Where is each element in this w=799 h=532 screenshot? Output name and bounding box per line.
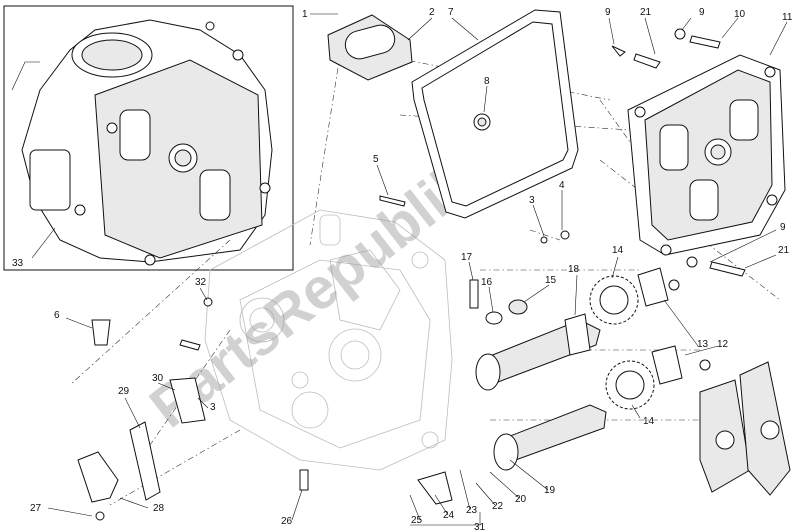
cylinder-head-body bbox=[204, 209, 453, 471]
callout-27: 27 bbox=[30, 503, 42, 514]
callout-16: 16 bbox=[481, 277, 493, 288]
callout-1: 1 bbox=[302, 9, 308, 20]
callout-31: 31 bbox=[474, 522, 486, 532]
callout-23: 23 bbox=[466, 505, 478, 516]
callout-11: 11 bbox=[782, 12, 793, 23]
valve-cover-gasket bbox=[411, 9, 579, 219]
callout-18: 18 bbox=[568, 264, 580, 275]
callout-14a: 14 bbox=[612, 245, 624, 256]
callout-9c: 9 bbox=[780, 222, 786, 233]
callout-numbers: 1 2 7 8 5 3 4 9 21 9 10 11 9 21 14 15 16… bbox=[12, 7, 793, 532]
callout-24: 24 bbox=[443, 510, 455, 521]
callout-3b: 3 bbox=[210, 402, 216, 413]
callout-20: 20 bbox=[515, 494, 527, 505]
callout-8: 8 bbox=[484, 76, 490, 87]
callout-14b: 14 bbox=[643, 416, 655, 427]
callout-5: 5 bbox=[373, 154, 379, 165]
small-parts bbox=[77, 28, 746, 521]
callout-9a: 9 bbox=[605, 7, 611, 18]
callout-32: 32 bbox=[195, 277, 207, 288]
callout-19: 19 bbox=[544, 485, 556, 496]
leader-lines bbox=[31, 13, 788, 526]
callout-29: 29 bbox=[118, 386, 130, 397]
callout-25: 25 bbox=[411, 515, 423, 526]
callout-33: 33 bbox=[12, 258, 24, 269]
valve-cover-right bbox=[627, 54, 786, 256]
callout-21b: 21 bbox=[778, 245, 790, 256]
cam-pulleys bbox=[417, 267, 683, 505]
callout-13: 13 bbox=[697, 339, 709, 350]
callout-10: 10 bbox=[734, 9, 746, 20]
callout-15: 15 bbox=[545, 275, 557, 286]
callout-22: 22 bbox=[492, 501, 504, 512]
callout-2: 2 bbox=[429, 7, 435, 18]
callout-3a: 3 bbox=[529, 195, 535, 206]
callout-4: 4 bbox=[559, 180, 565, 191]
callout-30: 30 bbox=[152, 373, 164, 384]
callout-6: 6 bbox=[54, 310, 60, 321]
intake-flange bbox=[327, 14, 413, 81]
inset-assembled-head bbox=[3, 5, 294, 271]
camshaft-caps bbox=[699, 361, 791, 496]
camshafts bbox=[475, 313, 607, 471]
callout-26: 26 bbox=[281, 516, 293, 527]
callout-7: 7 bbox=[448, 7, 454, 18]
callout-21a: 21 bbox=[640, 7, 652, 18]
callout-28: 28 bbox=[153, 503, 165, 514]
callout-9b: 9 bbox=[699, 7, 705, 18]
callout-12: 12 bbox=[717, 339, 729, 350]
callout-17: 17 bbox=[461, 252, 473, 263]
